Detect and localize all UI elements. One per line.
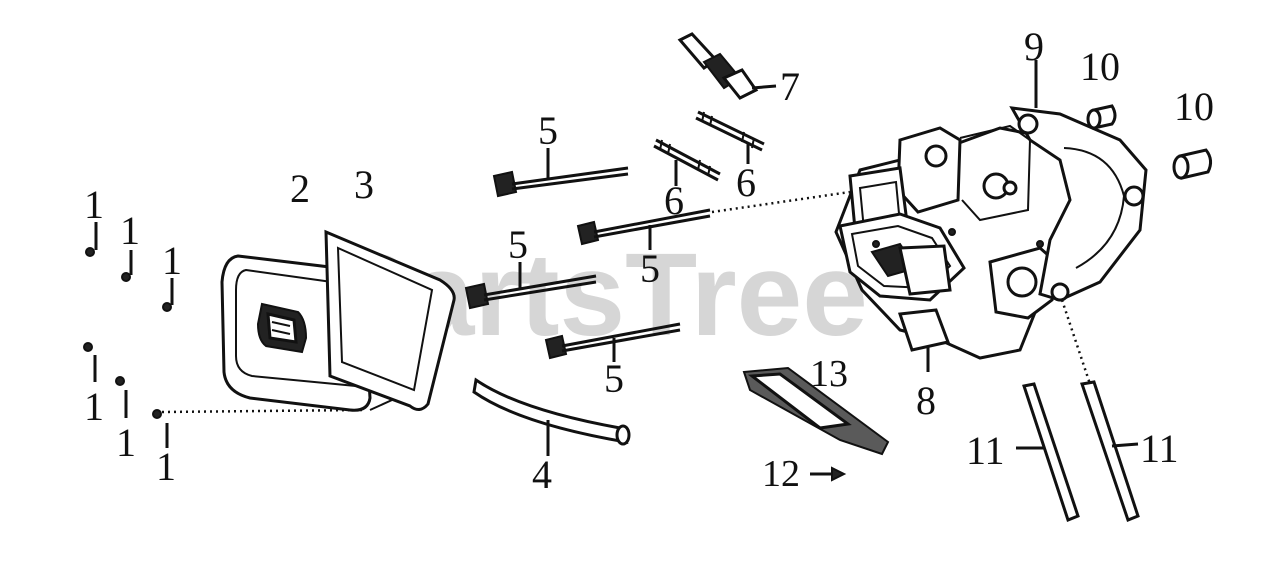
label-8: 8 <box>916 378 936 423</box>
dowel-pin-10a[interactable] <box>1086 104 1117 130</box>
label-6: 6 <box>736 160 756 205</box>
label-6: 6 <box>664 178 684 223</box>
stud-6b[interactable] <box>695 110 765 164</box>
head-bolt-5a[interactable] <box>492 148 629 198</box>
clip-12[interactable] <box>810 466 847 482</box>
label-5: 5 <box>640 246 660 291</box>
gasket-3[interactable] <box>324 229 456 411</box>
label-1: 1 <box>116 420 136 465</box>
bolt-1-group[interactable] <box>83 222 363 448</box>
cylinder-head-8[interactable] <box>834 124 1088 372</box>
head-bolt-5d[interactable] <box>544 322 681 362</box>
stud-6a[interactable] <box>653 138 721 186</box>
label-5: 5 <box>538 108 558 153</box>
long-stud-11a[interactable] <box>1016 382 1080 522</box>
long-stud-11b[interactable] <box>1080 380 1140 522</box>
label-1: 1 <box>84 182 104 227</box>
label-5: 5 <box>604 356 624 401</box>
spark-plug-7[interactable] <box>677 32 777 100</box>
label-2: 2 <box>290 166 310 211</box>
label-5: 5 <box>508 222 528 267</box>
label-11: 11 <box>1140 426 1179 471</box>
breather-hose-4[interactable] <box>472 377 631 456</box>
label-10: 10 <box>1174 84 1214 129</box>
label-1: 1 <box>162 238 182 283</box>
label-9: 9 <box>1024 24 1044 69</box>
head-bolt-5b[interactable] <box>576 190 851 250</box>
head-bolt-5c[interactable] <box>464 262 597 310</box>
label-12: 12 <box>762 453 800 495</box>
label-10: 10 <box>1080 44 1120 89</box>
head-gasket-9[interactable] <box>1009 60 1148 391</box>
label-1: 1 <box>84 384 104 429</box>
label-7: 7 <box>780 64 800 109</box>
label-3: 3 <box>354 162 374 207</box>
label-1: 1 <box>120 208 140 253</box>
label-13: 13 <box>810 353 848 395</box>
label-1: 1 <box>156 444 176 489</box>
label-11: 11 <box>966 428 1005 473</box>
label-4: 4 <box>532 452 552 497</box>
air-guide-13[interactable] <box>742 366 890 456</box>
dowel-pin-10b[interactable] <box>1172 148 1213 180</box>
